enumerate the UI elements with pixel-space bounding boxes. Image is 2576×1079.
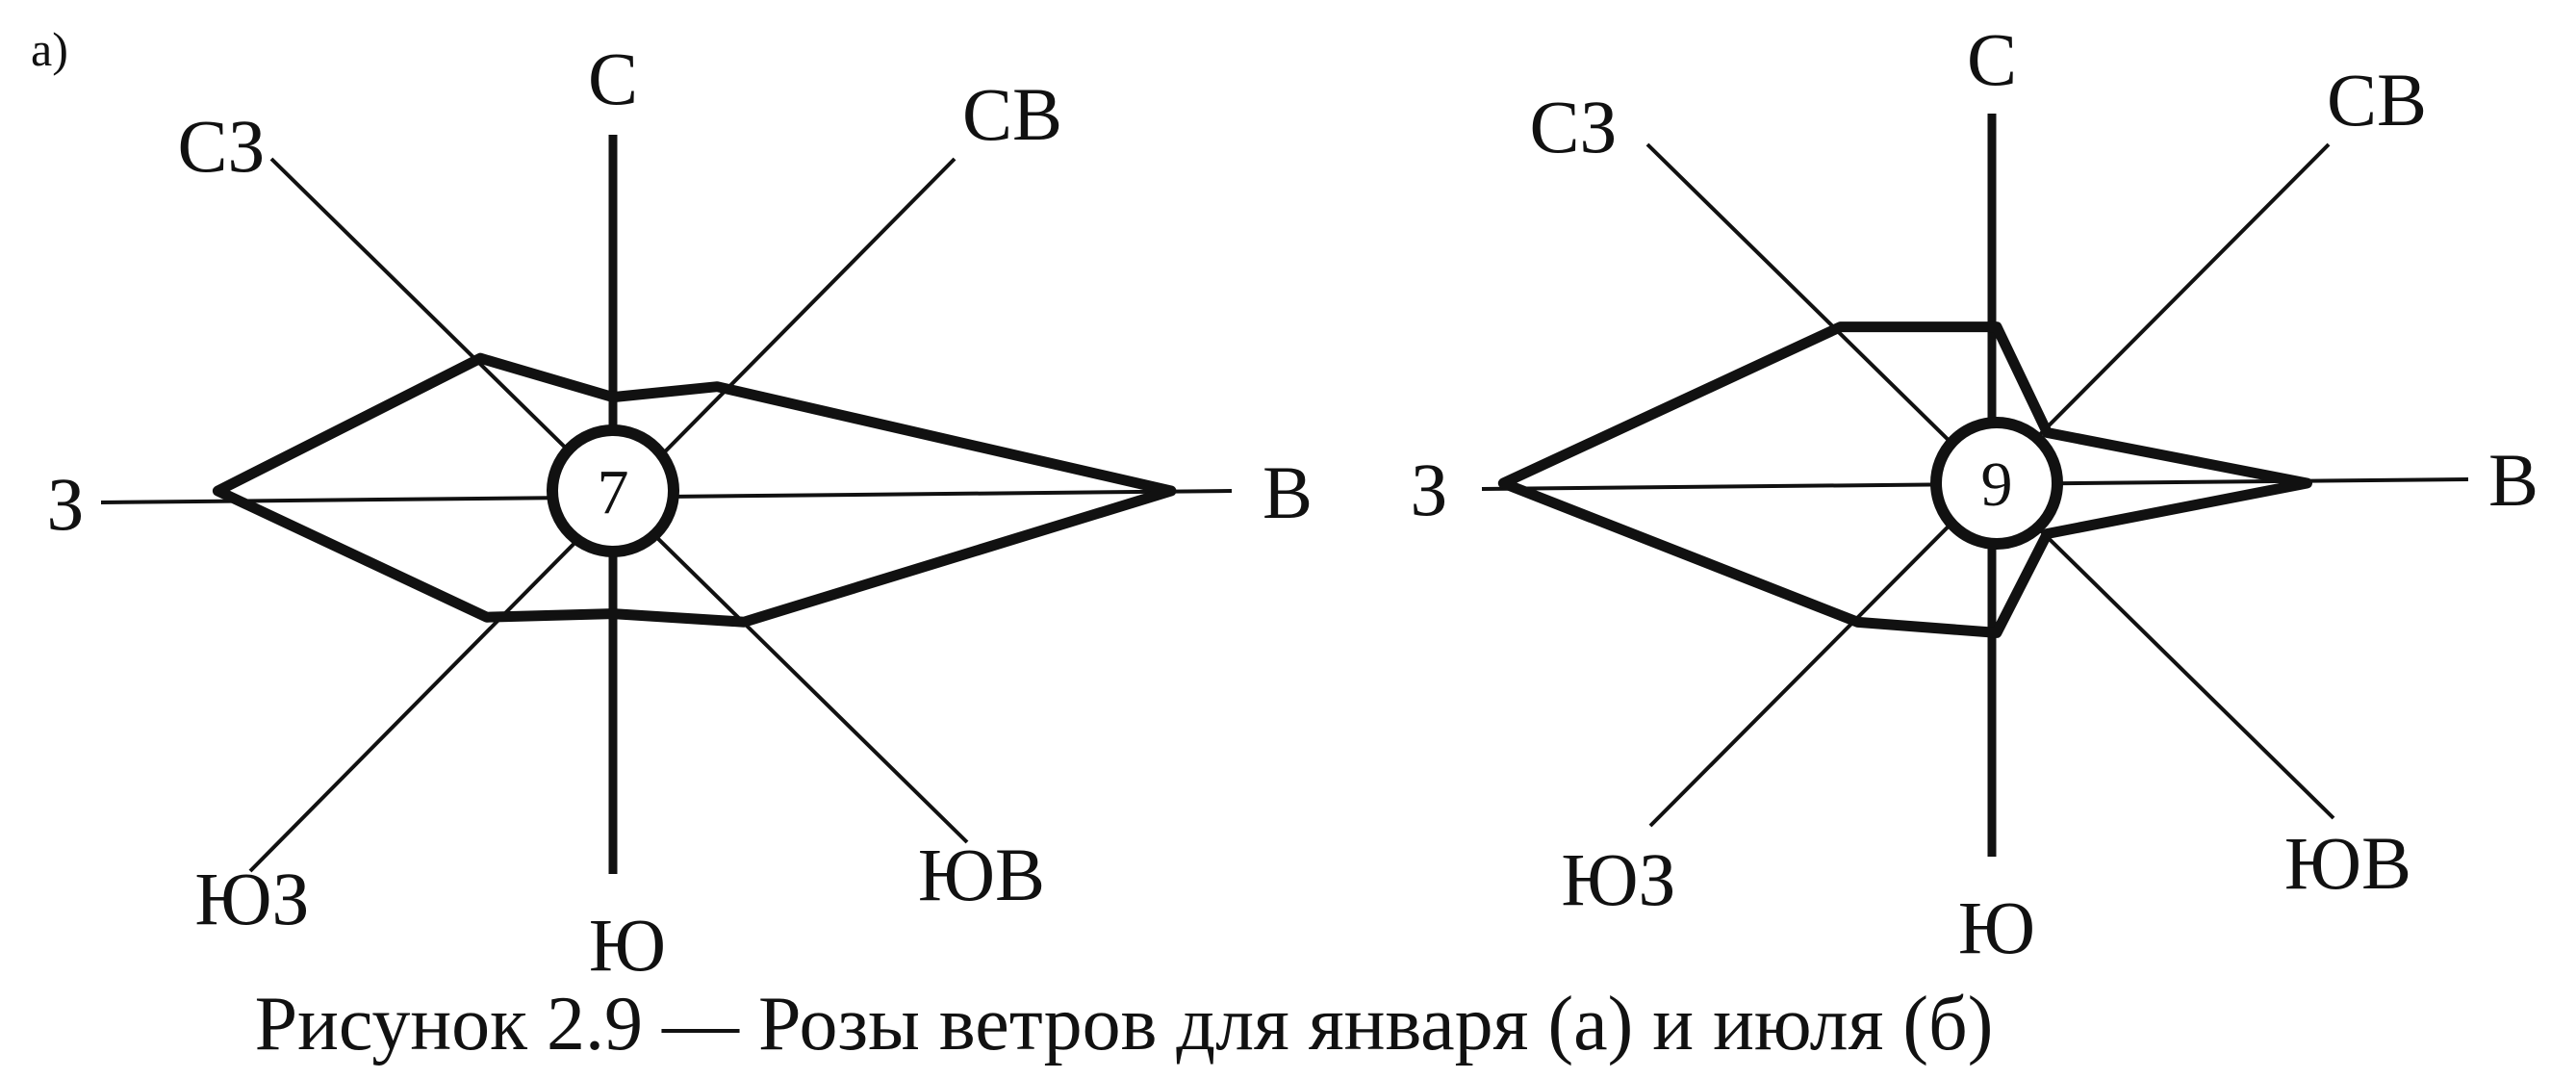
label-w: З — [46, 462, 84, 546]
panel-letter-a: а) — [31, 22, 68, 76]
label-se: ЮВ — [918, 833, 1045, 916]
label-se: ЮВ — [2284, 821, 2411, 905]
calm-circle — [1930, 417, 2063, 550]
label-s: Ю — [589, 903, 666, 987]
label-s: Ю — [1958, 886, 2035, 969]
label-sw: ЮЗ — [194, 857, 309, 940]
label-n: С — [588, 37, 638, 120]
label-e: В — [1262, 450, 1313, 534]
label-ne: СВ — [962, 72, 1062, 156]
wind-rose-polygon — [212, 352, 1177, 628]
wind-rose-july: 9 С СВ В ЮВ Ю ЮЗ З СЗ — [1410, 17, 2538, 969]
calm-circle — [547, 424, 679, 557]
wind-rose-polygon — [1497, 321, 2312, 638]
calm-value: 9 — [1981, 450, 2013, 520]
figure-caption: Рисунок 2.9 — Розы ветров для января (а)… — [255, 982, 1994, 1066]
label-ne: СВ — [2327, 58, 2427, 141]
label-w: З — [1410, 448, 1447, 531]
label-nw: СЗ — [177, 104, 265, 188]
wind-rose-january: 7 С СВ В ЮВ Ю ЮЗ З СЗ — [46, 37, 1313, 987]
label-nw: СЗ — [1529, 85, 1617, 168]
label-n: С — [1967, 17, 2017, 101]
label-sw: ЮЗ — [1561, 837, 1675, 921]
label-e: В — [2488, 438, 2538, 522]
calm-value: 7 — [598, 457, 629, 527]
